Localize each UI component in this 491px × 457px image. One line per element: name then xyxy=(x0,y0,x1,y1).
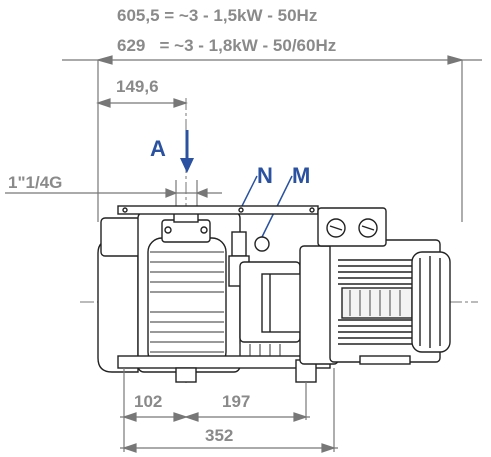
dim-inlet-thread: 1"1/4G xyxy=(8,173,63,192)
header-line-1: 605,5 = ~3 - 1,5kW - 50Hz xyxy=(117,6,318,25)
motor xyxy=(299,207,451,365)
label-m: M xyxy=(292,163,311,188)
dim-foot-left: 102 xyxy=(134,392,163,411)
pump-body xyxy=(97,205,331,383)
inlet-offset-dimension xyxy=(96,98,188,108)
label-n: N xyxy=(257,163,273,188)
label-a-inlet: A xyxy=(150,136,166,161)
inlet-arrow-icon xyxy=(180,130,194,173)
header-line-2: 629 = ~3 - 1,8kW - 50/60Hz xyxy=(117,36,337,55)
dim-foot-total: 352 xyxy=(205,426,234,445)
dim-inlet-offset: 149,6 xyxy=(116,77,159,96)
foot-dimensions xyxy=(120,368,338,453)
dim-foot-spacing: 197 xyxy=(222,392,251,411)
overall-length-dimension xyxy=(62,55,482,222)
